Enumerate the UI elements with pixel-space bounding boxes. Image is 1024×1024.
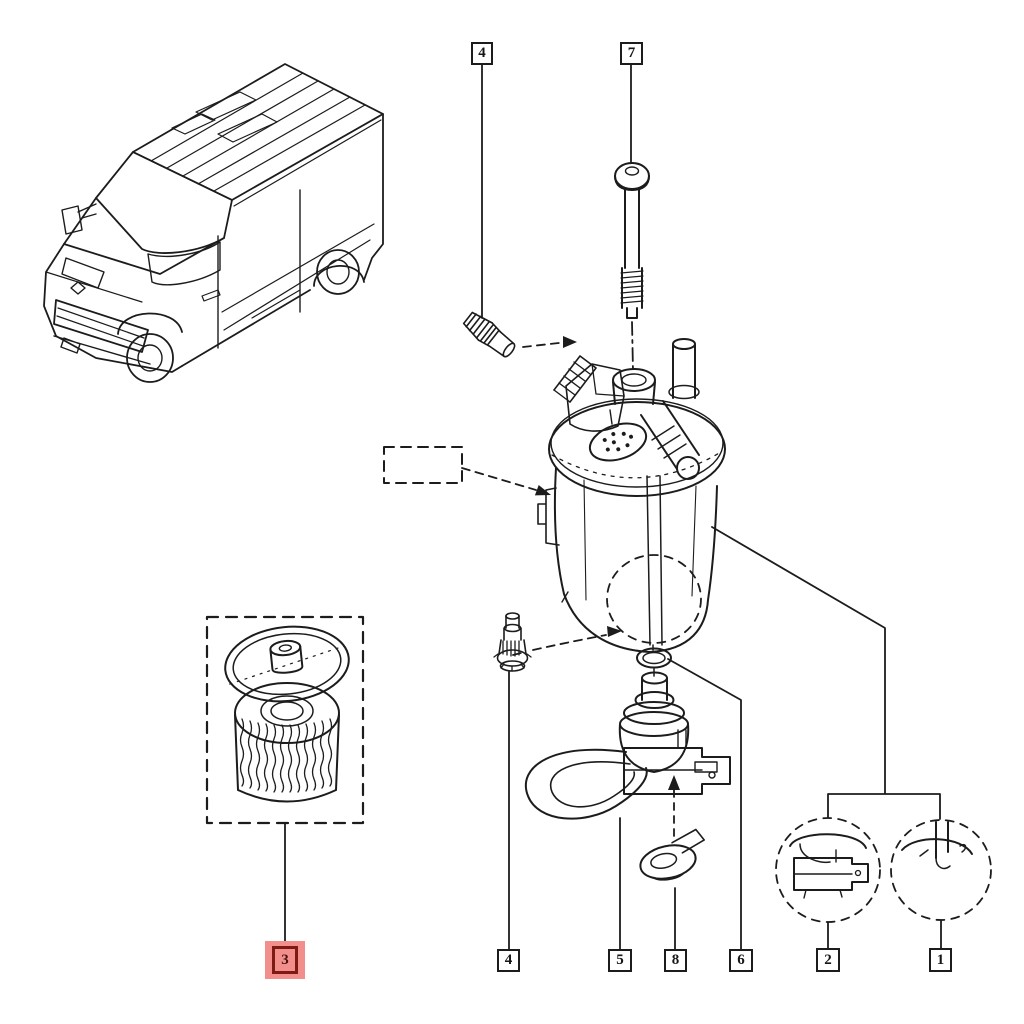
detail-zoom-circle-drain <box>606 554 702 644</box>
callout-7[interactable]: 7 <box>620 42 643 65</box>
callout-label: 4 <box>504 952 513 968</box>
callout-label: 6 <box>737 952 745 968</box>
filter-element-box <box>205 615 365 825</box>
callout-label: 5 <box>616 952 624 968</box>
callout-label: 1 <box>936 951 945 968</box>
callout-label: 3 <box>281 951 289 968</box>
o-ring <box>636 644 672 677</box>
callout-label: 7 <box>627 45 636 61</box>
water-sensor-assembly <box>525 671 731 881</box>
callout-label: 2 <box>824 951 832 968</box>
drain-hose <box>525 748 648 820</box>
arrowheads <box>534 336 680 790</box>
filter-housing-lid <box>548 338 726 497</box>
callout-4-top[interactable]: 4 <box>471 42 493 65</box>
callout-4-bottom[interactable]: 4 <box>497 949 520 972</box>
filter-cartridge <box>234 682 340 803</box>
detail-circle-2 <box>775 817 881 923</box>
bleed-screw-top <box>462 311 516 358</box>
callout-label: 8 <box>671 952 680 968</box>
callout-6[interactable]: 6 <box>729 949 753 972</box>
filter-canister <box>537 467 718 653</box>
leader-lines <box>284 63 942 950</box>
callout-2[interactable]: 2 <box>816 948 840 972</box>
unlabeled-callout-box <box>383 446 463 484</box>
callout-3-box: 3 <box>272 946 298 974</box>
filter-cap <box>224 625 350 703</box>
hose-clip <box>639 828 706 881</box>
callout-1[interactable]: 1 <box>929 948 952 972</box>
van-illustration <box>43 63 384 383</box>
detail-circle-1 <box>890 819 992 921</box>
callout-5[interactable]: 5 <box>608 949 632 972</box>
bleed-screw-bottom <box>493 612 532 672</box>
callout-8[interactable]: 8 <box>664 949 687 972</box>
mounting-bolt <box>614 162 650 319</box>
callout-label: 4 <box>478 45 486 61</box>
callout-3-highlight[interactable]: 3 <box>265 941 305 979</box>
